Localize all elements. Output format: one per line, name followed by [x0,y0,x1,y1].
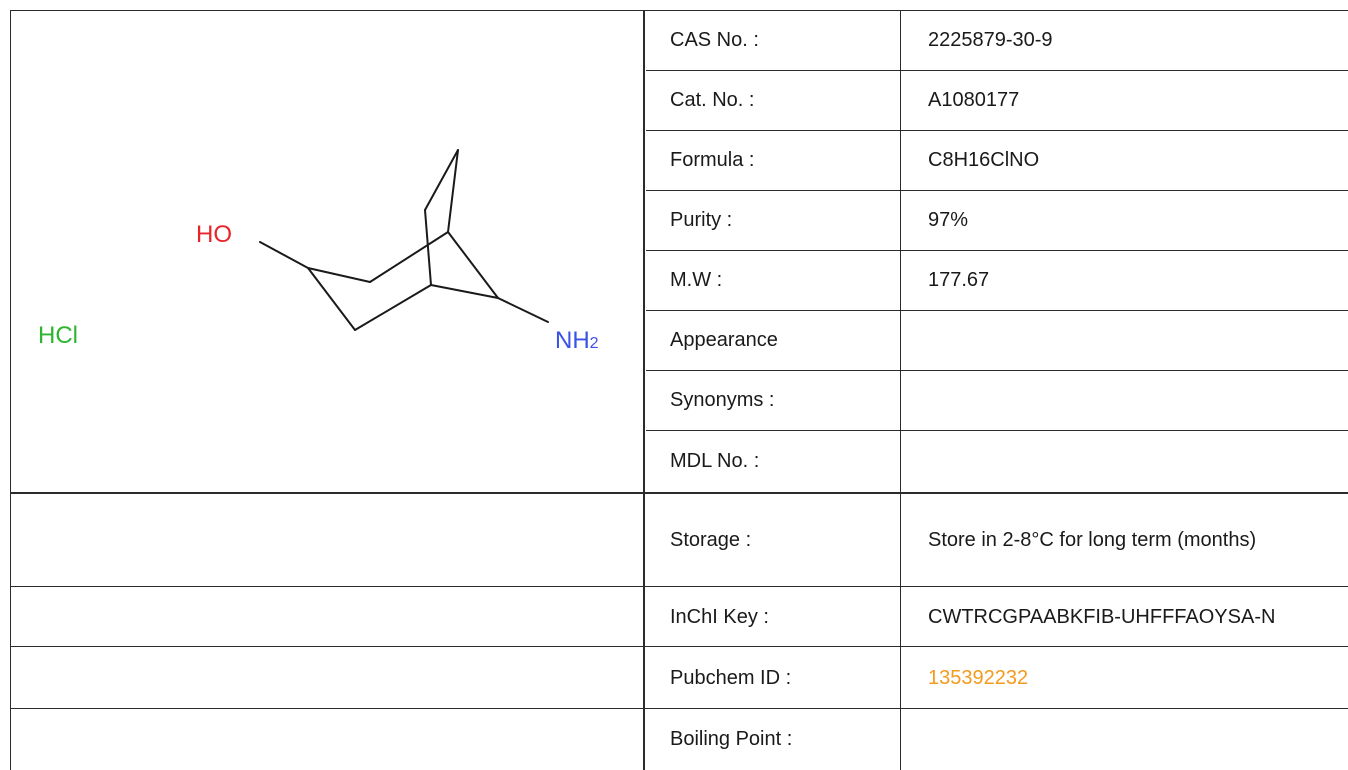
pubchem-id-label: Pubchem ID : [670,666,792,689]
cas-label: CAS No. : [670,29,759,51]
appearance-value [928,310,1338,370]
chemical-structure: HO NH2 HCl [38,149,599,354]
row-divider [10,708,1348,709]
row-divider [646,310,1348,311]
formula-label: Formula : [670,149,755,171]
column-divider-values [900,10,901,770]
formula-value: C8H16ClNO [928,149,1040,171]
hydroxyl-label: HO [196,221,232,248]
synonyms-value [928,370,1338,430]
bond [369,231,449,283]
purity-label: Purity : [670,209,733,231]
row-divider [646,70,1348,71]
bond [354,284,432,331]
cat-no-label: Cat. No. : [670,89,755,111]
inchi-key-label: InChI Key : [670,605,769,628]
bond [497,297,549,323]
product-info-table: HO NH2 HCl CAS No. : 2225879-30-9 Cat. N… [10,10,1348,770]
row-divider [646,430,1348,431]
amine-label-main: NH [555,327,590,354]
salt-label: HCl [38,322,78,349]
bond [447,149,459,233]
storage-value: Store in 2-8°C for long term (months) [928,529,1257,551]
row-divider [10,646,1348,647]
bond [424,149,459,211]
cas-value: 2225879-30-9 [928,29,1053,51]
bond [259,241,309,269]
mw-value: 177.67 [928,269,990,291]
structure-bonds [259,149,549,331]
mdl-label: MDL No. : [670,450,760,472]
row-divider [646,250,1348,251]
cat-no-value: A1080177 [928,89,1020,111]
inchi-key-value: CWTRCGPAABKFIB-UHFFFAOYSA-N [928,605,1276,628]
appearance-label: Appearance [670,329,778,351]
bond [430,284,499,299]
amine-label-subscript: 2 [590,335,599,352]
column-divider-main [643,10,645,770]
purity-value: 97% [928,209,969,231]
boiling-point-value [928,709,1338,769]
row-divider [646,190,1348,191]
row-divider-structure-end [10,492,1348,494]
boiling-point-label: Boiling Point : [670,728,793,750]
synonyms-label: Synonyms : [670,389,775,411]
pubchem-id-link[interactable]: 135392232 [928,666,1029,689]
mdl-value [928,430,1338,492]
bond [447,231,499,299]
bond [307,267,371,283]
table-border-left [10,10,11,770]
row-divider [646,130,1348,131]
bond [424,209,432,286]
table-border-top [10,10,1348,11]
mw-label: M.W : [670,269,723,291]
bond [307,267,356,331]
storage-label: Storage : [670,529,752,551]
row-divider [646,370,1348,371]
row-divider [10,586,1348,587]
amine-label: NH2 [555,327,599,354]
